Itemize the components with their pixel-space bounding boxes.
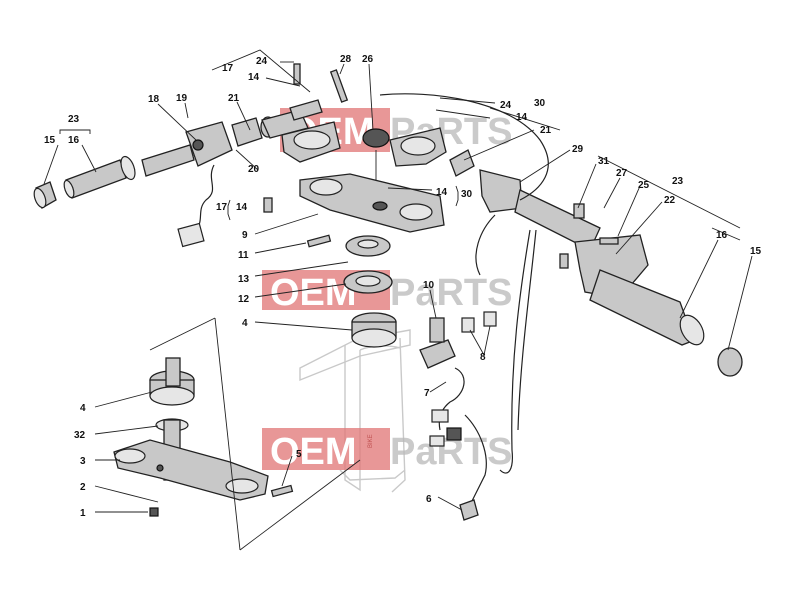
callout-32: 32 bbox=[74, 430, 86, 441]
callout-9: 9 bbox=[242, 230, 248, 241]
callout-30: 30 bbox=[461, 189, 473, 200]
callout-5: 5 bbox=[296, 449, 302, 460]
left-grip bbox=[63, 155, 136, 199]
svg-text:OEM: OEM bbox=[270, 431, 357, 473]
leader-lines bbox=[43, 61, 753, 513]
upper-triple-clamp bbox=[299, 173, 445, 233]
connectors bbox=[429, 311, 497, 447]
callout-1: 1 bbox=[80, 508, 86, 519]
callout-12: 12 bbox=[238, 294, 250, 305]
callout-28: 28 bbox=[340, 54, 352, 65]
callout-31: 31 bbox=[598, 156, 610, 167]
upper-bearing bbox=[351, 312, 397, 348]
callout-23: 23 bbox=[672, 176, 684, 187]
left-top-clamp bbox=[281, 99, 341, 163]
callout-23: 23 bbox=[68, 114, 80, 125]
callout-15: 15 bbox=[750, 246, 762, 257]
ignition-switch bbox=[419, 317, 456, 369]
right-bar-end-weight bbox=[717, 347, 743, 377]
callout-14: 14 bbox=[516, 112, 528, 123]
callout-16: 16 bbox=[716, 230, 728, 241]
callout-25: 25 bbox=[638, 180, 650, 191]
callout-21: 21 bbox=[228, 93, 240, 104]
callout-27: 27 bbox=[616, 168, 628, 179]
callout-4: 4 bbox=[242, 318, 248, 329]
callout-14: 14 bbox=[436, 187, 448, 198]
callout-24: 24 bbox=[500, 100, 512, 111]
callout-6: 6 bbox=[426, 494, 432, 505]
callout-16: 16 bbox=[68, 135, 80, 146]
callout-21: 21 bbox=[540, 125, 552, 136]
callout-17: 17 bbox=[222, 63, 234, 74]
callout-18: 18 bbox=[148, 94, 160, 105]
callout-13: 13 bbox=[238, 274, 250, 285]
callout-30: 30 bbox=[534, 98, 546, 109]
small-bolts bbox=[149, 63, 619, 517]
lower-steering-head bbox=[113, 357, 269, 501]
left-bar-end-weight bbox=[33, 181, 57, 209]
left-switch-wiring bbox=[177, 164, 215, 248]
callout-2: 2 bbox=[80, 482, 86, 493]
callout-11: 11 bbox=[238, 250, 249, 261]
svg-text:BIKE: BIKE bbox=[368, 434, 374, 448]
callout-24: 24 bbox=[256, 56, 268, 67]
callout-15: 15 bbox=[44, 135, 56, 146]
cable-adjuster bbox=[459, 499, 479, 521]
callout-10: 10 bbox=[423, 280, 435, 291]
callout-17: 17 bbox=[216, 202, 228, 213]
stem-nut-washers bbox=[343, 235, 393, 294]
svg-text:PaRTS: PaRTS bbox=[390, 272, 512, 314]
callout-29: 29 bbox=[572, 144, 584, 155]
callout-14: 14 bbox=[248, 72, 260, 83]
right-top-clamp bbox=[389, 127, 447, 167]
callout-3: 3 bbox=[80, 456, 86, 467]
callout-7: 7 bbox=[424, 388, 430, 399]
callout-14: 14 bbox=[236, 202, 248, 213]
callout-19: 19 bbox=[176, 93, 188, 104]
group-brackets bbox=[59, 49, 741, 551]
callout-20: 20 bbox=[248, 164, 260, 175]
callout-22: 22 bbox=[664, 195, 676, 206]
right-grip bbox=[589, 269, 705, 346]
callout-4: 4 bbox=[80, 403, 86, 414]
callout-26: 26 bbox=[362, 54, 374, 65]
callout-labels: 15 23 16 18 19 17 24 14 28 26 21 20 17 1… bbox=[44, 54, 762, 519]
callout-8: 8 bbox=[480, 352, 486, 363]
